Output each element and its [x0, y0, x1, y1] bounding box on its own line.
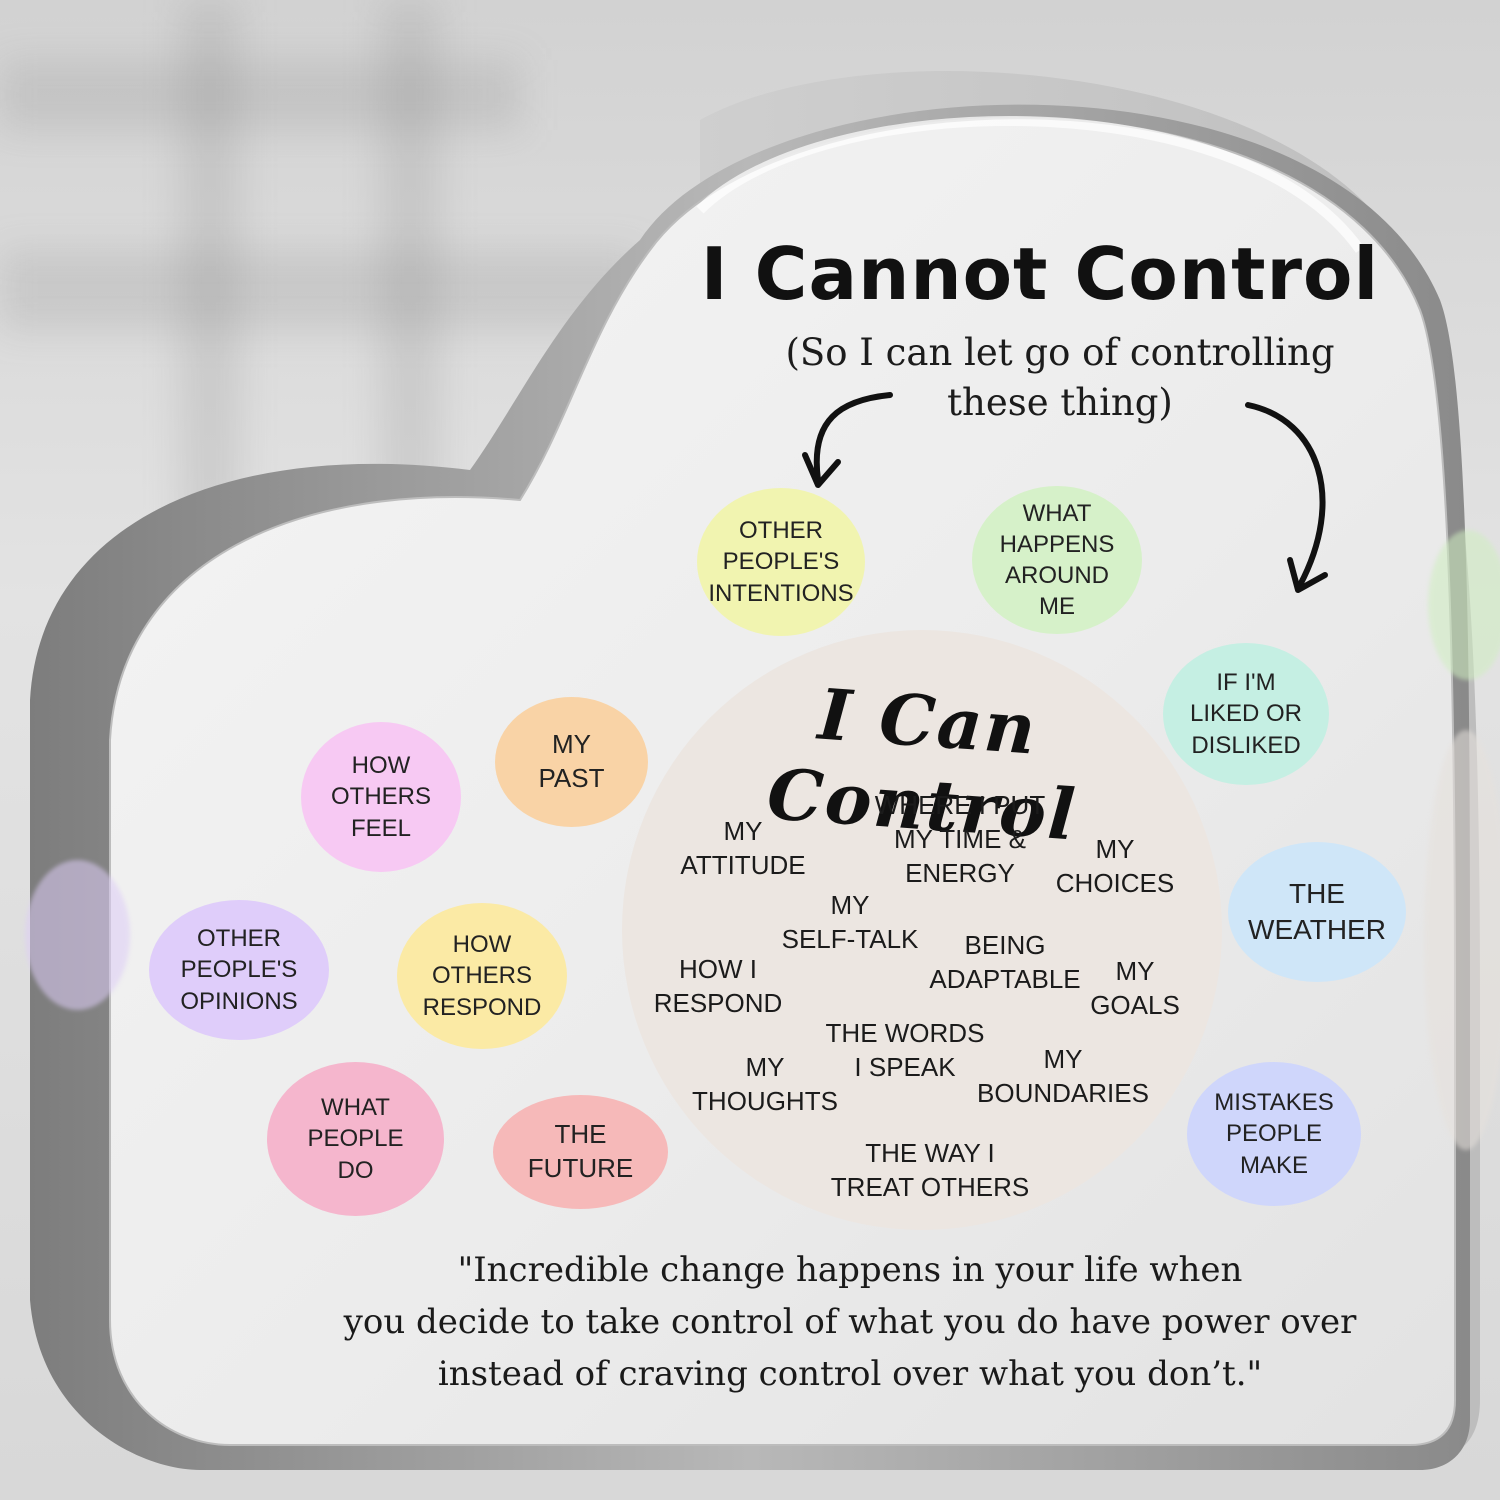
can-control-item: Being adaptable — [929, 930, 1081, 994]
cannot-control-bubble: How others respond — [397, 903, 567, 1049]
cannot-control-bubble: The future — [493, 1095, 668, 1209]
subtitle: (So I can let go of controlling these th… — [785, 331, 1335, 424]
can-control-circle — [622, 630, 1222, 1230]
quote-text: "Incredible change happens in your life … — [343, 1250, 1357, 1394]
can-control-item: The way I treat others — [830, 1138, 1030, 1202]
cannot-control-bubble: Other people's opinions — [149, 900, 329, 1040]
background-shadow — [0, 250, 640, 330]
cannot-control-bubble: The weather — [1228, 842, 1406, 982]
page-title: I Cannot Control — [700, 232, 1380, 316]
can-control-item: My goals — [1090, 956, 1180, 1020]
cannot-control-bubble: What happens around me — [972, 486, 1142, 634]
can-control-item: The words I speak — [825, 1018, 985, 1082]
can-control-item: My boundaries — [977, 1044, 1149, 1108]
cannot-control-bubble: What people do — [267, 1062, 444, 1216]
can-control-item: Where I put my time & energy — [874, 790, 1046, 888]
can-control-item: My attitude — [680, 816, 806, 880]
background-shadow — [380, 0, 440, 520]
background-shadow — [0, 60, 520, 130]
can-control-item: My self-talk — [781, 890, 919, 954]
reflection-bubble — [25, 860, 130, 1010]
cannot-control-bubble: Other people's intentions — [697, 488, 865, 636]
reflection-bubble — [1428, 530, 1500, 680]
cannot-control-bubble: Mistakes people make — [1187, 1062, 1361, 1206]
can-control-item: My thoughts — [692, 1052, 838, 1116]
cannot-control-bubble: If I'm liked or disliked — [1163, 643, 1329, 785]
can-control-item: How I respond — [653, 954, 783, 1018]
cannot-control-bubble: My past — [495, 697, 648, 827]
can-control-item: My choices — [1055, 834, 1175, 898]
background-shadow — [180, 0, 240, 560]
reflection-bubble — [1424, 730, 1500, 1150]
cannot-control-bubble: How others feel — [301, 722, 461, 872]
